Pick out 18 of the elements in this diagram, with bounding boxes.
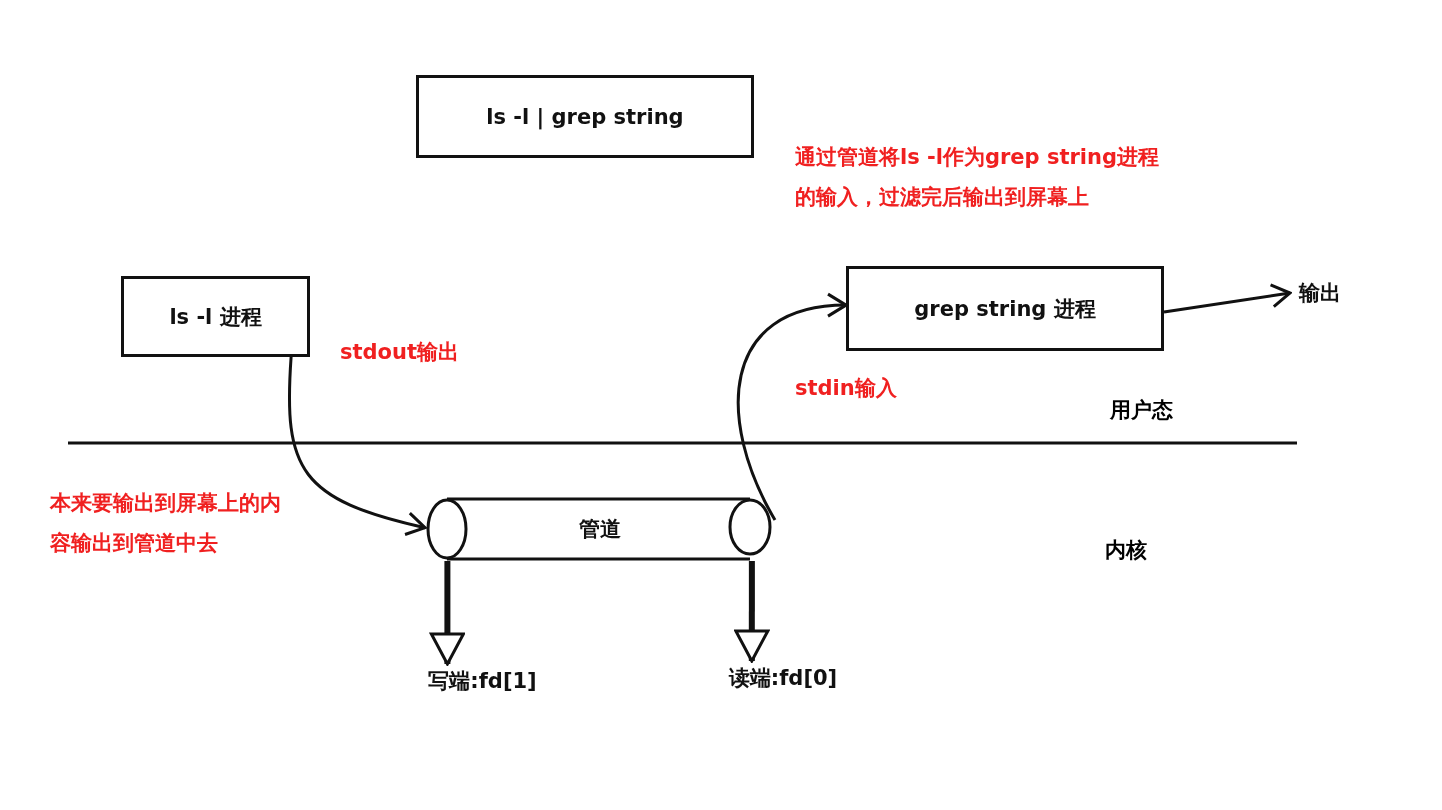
command-box: ls -l | grep string bbox=[416, 75, 754, 158]
edge-label: stdin输入 bbox=[795, 375, 897, 402]
block-arrow bbox=[429, 561, 465, 666]
arrow bbox=[1163, 283, 1292, 314]
pipe-cylinder: 管道 bbox=[425, 497, 775, 561]
arrow bbox=[736, 294, 848, 521]
edge-label: stdout输出 bbox=[340, 339, 459, 366]
process-box: grep string 进程 bbox=[846, 266, 1164, 351]
block-arrow bbox=[734, 561, 770, 663]
output-text: 输出 bbox=[1290, 276, 1350, 310]
arrow bbox=[288, 356, 427, 536]
endpoint-label: 读端:fd[0] bbox=[718, 661, 848, 695]
process-box: ls -l 进程 bbox=[121, 276, 310, 357]
endpoint-label: 写端:fd[1] bbox=[415, 664, 550, 698]
note-text: 本来要输出到屏幕上的内容输出到管道中去 bbox=[50, 490, 282, 557]
note-text: 通过管道将ls -l作为grep string进程的输入，过滤完后输出到屏幕上 bbox=[795, 144, 1160, 211]
region-label: 内核 bbox=[1105, 537, 1147, 564]
region-label: 用户态 bbox=[1110, 397, 1173, 424]
